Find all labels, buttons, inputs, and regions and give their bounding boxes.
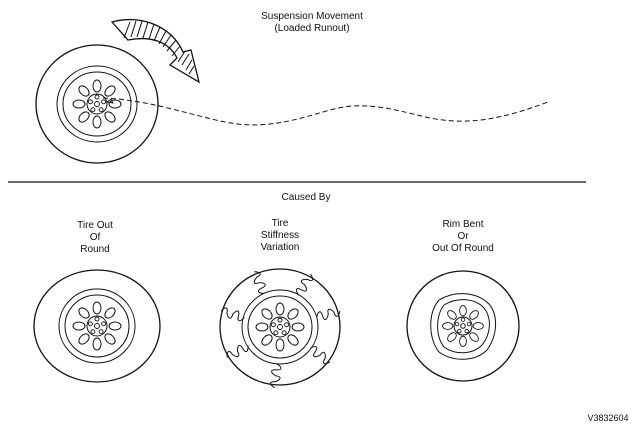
title-line-1: Suspension Movement (261, 11, 363, 22)
cause-label-stiffness-variation: Tire Stiffness Variation (260, 218, 300, 253)
cause-label-tire-out-of-round: Tire Out Of Round (77, 220, 113, 255)
wheel-icon (35, 44, 159, 164)
wavy-path-line (102, 97, 549, 126)
figure-code: V3832604 (587, 413, 629, 423)
cause-label-rim-bent: Rim Bent Or Out Of Round (432, 219, 494, 254)
rim-bent-icon (406, 270, 520, 382)
tire-out-of-round-icon (33, 269, 161, 383)
rotation-arrow-icon (110, 18, 201, 84)
diagram-title: Suspension Movement (Loaded Runout) (252, 11, 372, 35)
caused-by-label: Caused By (281, 192, 331, 203)
tire-stiffness-variation-icon (219, 268, 342, 389)
title-line-2: (Loaded Runout) (274, 23, 350, 34)
